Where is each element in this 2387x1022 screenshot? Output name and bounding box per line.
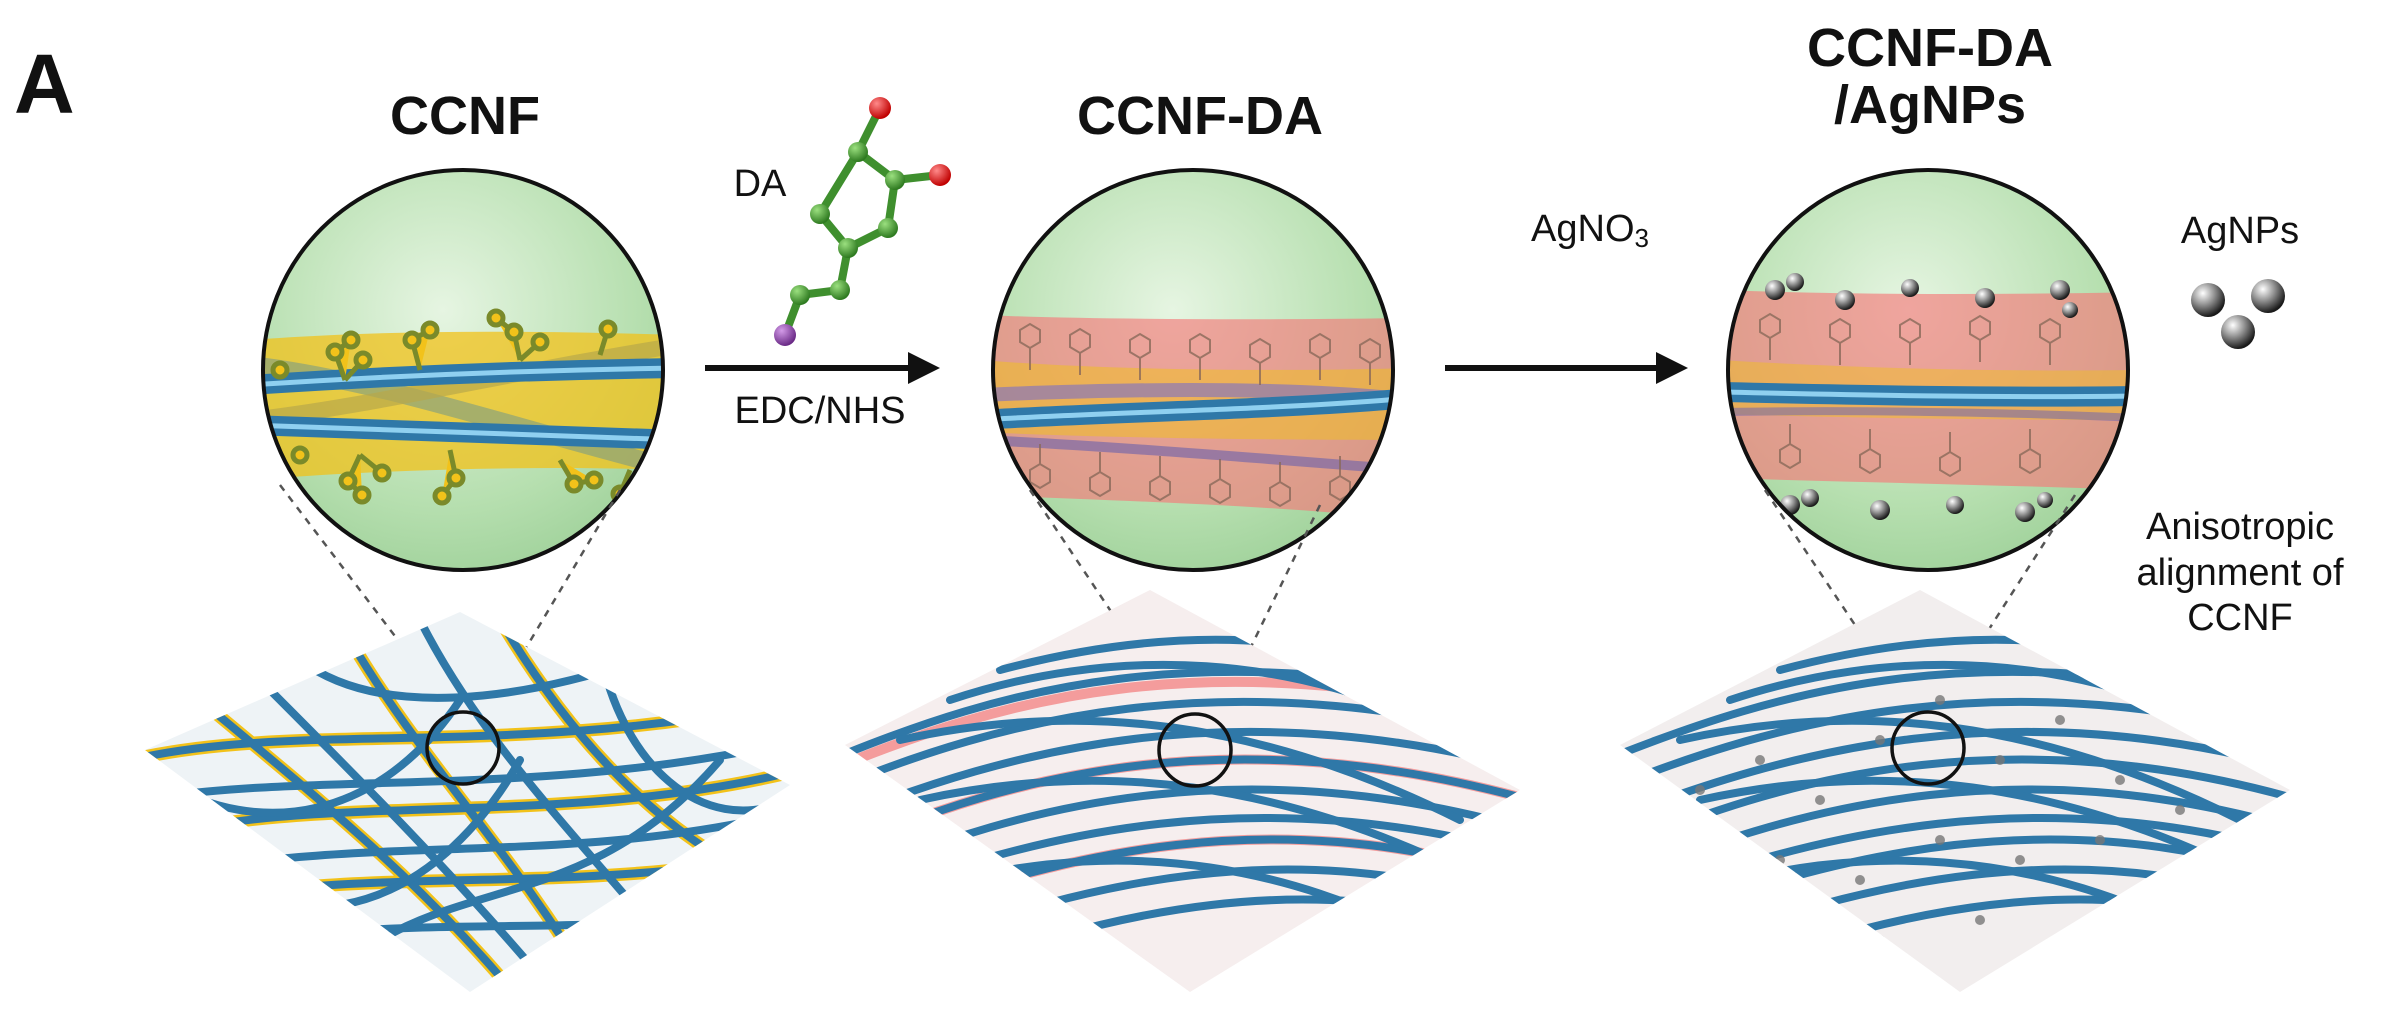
ccnf-da-mat xyxy=(845,590,1520,992)
reagent-agno3-main: AgNO xyxy=(1531,208,1635,250)
reagent-agno3: AgNO3 xyxy=(1470,208,1710,253)
ccnf-da-agnps-bubble xyxy=(1726,168,2130,572)
annotation-line3: CCNF xyxy=(2187,597,2293,640)
ccnf-da-bubble xyxy=(991,168,1395,572)
arrow-step1 xyxy=(705,352,940,384)
stage-title-line1: CCNF-DA xyxy=(1807,18,2053,78)
stage-title-ccnf-da: CCNF-DA xyxy=(1077,86,1323,146)
stage-title-line2: /AgNPs xyxy=(1833,74,2027,135)
reagent-da: DA xyxy=(733,163,787,205)
ccnf-mat xyxy=(145,612,790,992)
annotation-line2: alignment of xyxy=(2136,551,2344,594)
dopamine-molecule-icon xyxy=(774,97,951,346)
anisotropic-annotation: Anisotropic alignment of CCNF xyxy=(2100,505,2380,642)
agnps-particles-icon xyxy=(2191,279,2285,349)
reagent-edc-nhs: EDC/NHS xyxy=(734,390,906,432)
panel-label: A xyxy=(14,37,75,131)
reagent-agno3-subscript: 3 xyxy=(1634,223,1649,253)
annotation-line1: Anisotropic xyxy=(2146,506,2334,548)
stage-title-ccnf-da-agnps: CCNF-DA /AgNPs xyxy=(1740,20,2120,133)
agnps-label: AgNPs xyxy=(2180,210,2300,252)
arrow-step2 xyxy=(1445,352,1688,384)
ccnf-da-agnps-mat xyxy=(1620,590,2290,992)
stage-title-ccnf: CCNF xyxy=(390,86,540,146)
ccnf-bubble xyxy=(261,168,665,572)
